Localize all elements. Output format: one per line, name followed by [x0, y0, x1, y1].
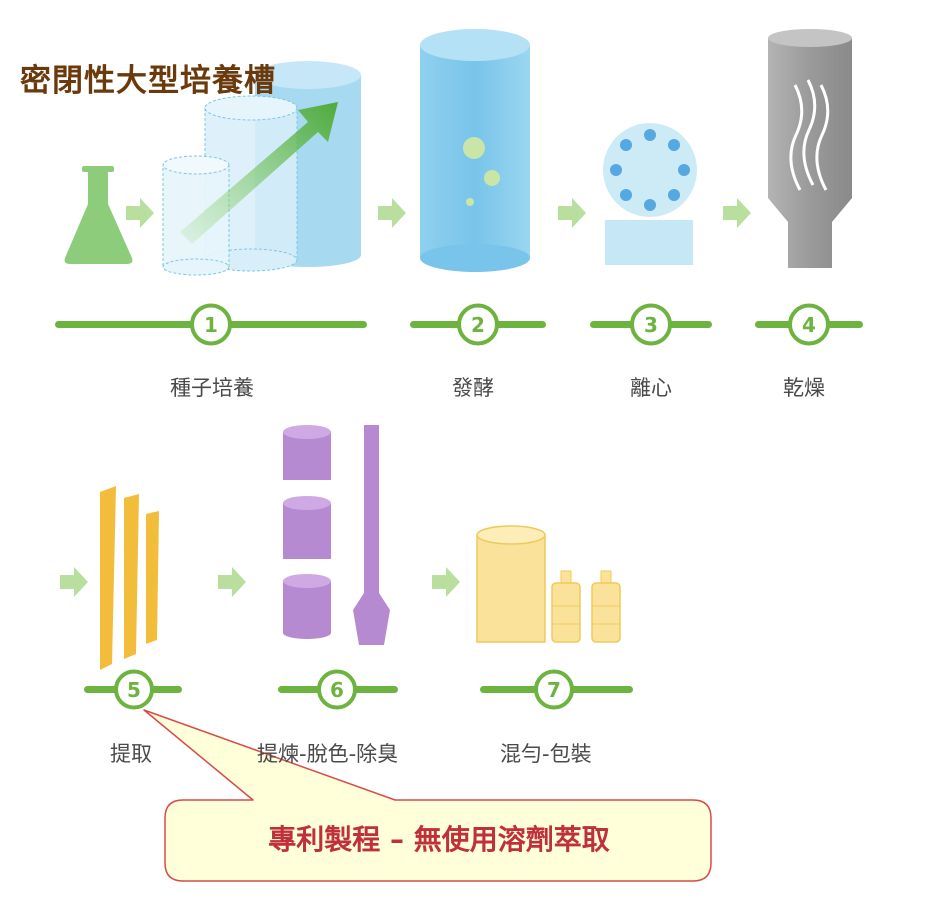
step-1-number: 1 [204, 313, 218, 337]
step-5-marker [84, 669, 182, 710]
step-6-label: 提煉-脫色-除臭 [257, 742, 399, 766]
flow-arrow-icon [60, 567, 88, 597]
fermenter-tank-icon [420, 29, 530, 272]
flask-icon [64, 166, 133, 264]
flow-arrow-icon [432, 567, 460, 597]
step-4-marker [755, 303, 863, 346]
growth-arrow-icon [180, 102, 338, 244]
step-7-marker [480, 669, 633, 710]
flow-arrow-icon [558, 198, 586, 228]
page-title: 密閉性大型培養槽 [20, 63, 276, 99]
centrifuge-icon [603, 123, 697, 265]
step-5-number: 5 [127, 678, 141, 702]
step-7-label: 混勻-包裝 [500, 742, 592, 766]
step-1-marker [55, 303, 367, 346]
callout-box [143, 709, 712, 882]
packaging-bottles-icon [476, 525, 621, 643]
step-3-number: 3 [644, 313, 658, 337]
step-6-number: 6 [330, 678, 344, 702]
step-5-label: 提取 [110, 742, 152, 766]
dryer-icon [768, 29, 852, 268]
step-2-number: 2 [471, 313, 485, 337]
step-2-marker [410, 303, 546, 346]
flow-arrow-icon [126, 198, 154, 228]
step-3-marker [590, 303, 712, 346]
step-1-label: 種子培養 [170, 376, 254, 400]
step-7-number: 7 [547, 678, 561, 702]
step-2-label: 發酵 [452, 376, 494, 400]
callout-text: 專利製程 – 無使用溶劑萃取 [268, 823, 610, 856]
step-4-number: 4 [802, 313, 816, 337]
flow-arrow-icon [378, 198, 406, 228]
refining-columns-icon [283, 425, 390, 645]
step-3-label: 離心 [630, 376, 672, 400]
step-6-marker [278, 669, 398, 710]
flow-arrow-icon [723, 198, 751, 228]
extraction-plates-icon [100, 486, 159, 670]
step-4-label: 乾燥 [783, 376, 825, 400]
flow-arrow-icon [218, 567, 246, 597]
